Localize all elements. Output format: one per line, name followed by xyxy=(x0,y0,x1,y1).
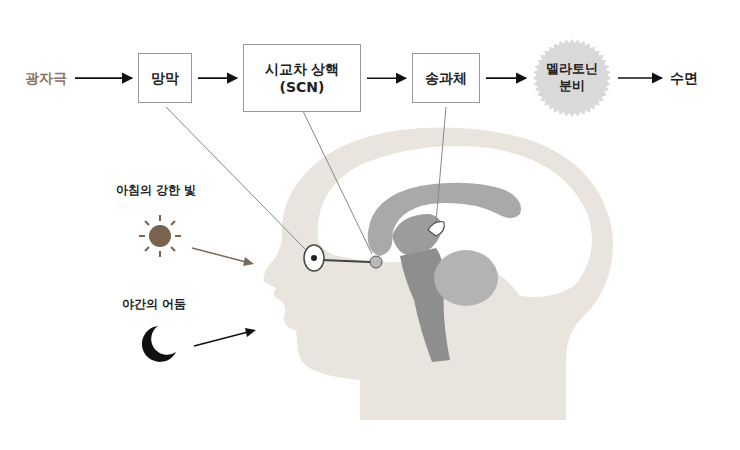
light-arrow-head xyxy=(243,257,254,266)
night-dark-label: 야간의 어둠 xyxy=(122,296,186,313)
sun-icon xyxy=(139,215,181,257)
flow-arrow xyxy=(75,77,132,79)
node-text: 멜라토닌 분비 xyxy=(541,61,603,95)
dark-arrow xyxy=(194,332,248,346)
process-box: 망막 xyxy=(138,53,192,103)
flow-arrow xyxy=(618,77,662,79)
leader-line xyxy=(436,107,446,222)
pineal-gland xyxy=(428,222,444,236)
process-box: 송과체 xyxy=(412,53,480,103)
flow-arrow xyxy=(198,77,237,79)
outcome-label: 수면 xyxy=(668,67,700,89)
flow-arrow xyxy=(486,77,526,79)
head-silhouette xyxy=(264,128,613,420)
node-text: 시교차 상핵 (SCN) xyxy=(256,60,348,96)
light-arrow xyxy=(192,248,246,262)
node-text: 송과체 xyxy=(425,69,467,87)
process-box: 시교차 상핵 (SCN) xyxy=(243,44,361,112)
hormone-burst: 멜라토닌 분비 xyxy=(532,38,612,118)
scn xyxy=(370,256,382,268)
leader-line xyxy=(166,107,306,250)
cerebellum xyxy=(434,250,498,306)
moon-icon xyxy=(142,326,176,362)
flow-arrow xyxy=(367,77,406,79)
corpus-callosum xyxy=(368,183,521,256)
optic-nerve xyxy=(322,260,370,262)
leader-line xyxy=(302,109,372,254)
node-text: 망막 xyxy=(151,69,179,87)
node-text: 광자극 xyxy=(25,69,67,87)
pupil xyxy=(311,255,317,261)
eye xyxy=(304,245,324,271)
node-text: 수면 xyxy=(670,69,698,87)
morning-light-label: 아침의 강한 빛 xyxy=(116,182,196,199)
stimulus-label: 광자극 xyxy=(23,67,69,89)
dark-arrow-head xyxy=(245,328,256,337)
